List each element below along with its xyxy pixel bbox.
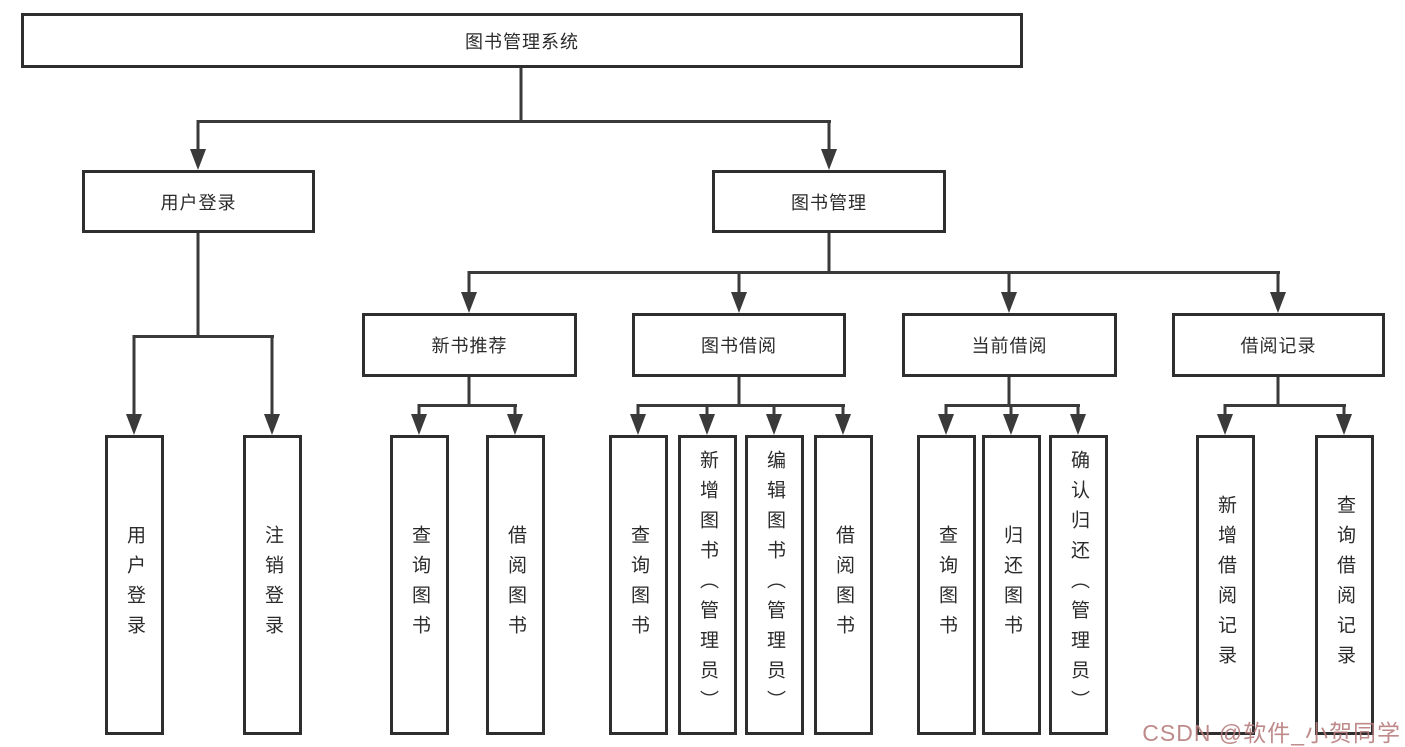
arrowhead-down <box>699 404 715 435</box>
node-label: 新书推荐 <box>431 336 508 356</box>
node-label: 图书管理系统 <box>465 31 579 52</box>
node-label: 借阅记录 <box>1240 336 1317 356</box>
node-label: 图书借阅 <box>701 336 777 356</box>
node-label: 图书管理 <box>791 192 867 213</box>
arrowhead-down <box>126 335 142 435</box>
connector-line <box>418 404 517 407</box>
arrowhead-down <box>264 335 280 435</box>
connector-line <box>196 233 200 338</box>
arrowhead-down <box>461 271 477 313</box>
leaf-logout: 注销登录 <box>243 435 302 735</box>
leaf-add-books-admin: 新增图书（管理员） <box>678 435 737 735</box>
connector-line <box>519 68 523 123</box>
leaf-label: 新增借阅记录 <box>1215 495 1236 675</box>
connector-line <box>1007 377 1011 407</box>
leaf-label: 借阅图书 <box>505 525 526 645</box>
arrowhead-down <box>190 120 206 170</box>
node-label: 当前借阅 <box>971 336 1048 356</box>
arrowhead-down <box>1070 404 1086 435</box>
leaf-label: 新增图书（管理员） <box>697 450 718 720</box>
leaf-query-borrow-record: 查询借阅记录 <box>1315 435 1374 735</box>
arrowhead-down <box>1003 404 1019 435</box>
leaf-borrow-books-newbook: 借阅图书 <box>486 435 545 735</box>
leaf-label: 编辑图书（管理员） <box>764 450 785 720</box>
leaf-label: 查询图书 <box>409 525 430 645</box>
csdn-watermark: CSDN @软件_小贺同学 <box>1142 720 1401 746</box>
arrowhead-down <box>766 404 782 435</box>
arrowhead-down <box>938 404 954 435</box>
connector-line <box>133 335 274 338</box>
leaf-user-login: 用户登录 <box>105 435 164 735</box>
leaf-label: 查询图书 <box>628 525 649 645</box>
arrowhead-down <box>1270 271 1286 313</box>
leaf-label: 查询图书 <box>936 525 957 645</box>
leaf-query-books-current: 查询图书 <box>917 435 976 735</box>
connector-line <box>1276 377 1280 407</box>
node-user-login: 用户登录 <box>82 170 315 233</box>
arrowhead-down <box>1217 404 1233 435</box>
leaf-label: 查询借阅记录 <box>1334 495 1355 675</box>
arrowhead-down <box>835 404 851 435</box>
leaf-return-books: 归还图书 <box>982 435 1041 735</box>
arrowhead-down <box>411 404 427 435</box>
arrowhead-down <box>630 404 646 435</box>
leaf-query-books-newbook: 查询图书 <box>390 435 449 735</box>
leaf-edit-books-admin: 编辑图书（管理员） <box>745 435 804 735</box>
node-current-borrowing: 当前借阅 <box>902 313 1117 377</box>
node-borrowing-records: 借阅记录 <box>1172 313 1385 377</box>
connector-line <box>637 404 845 407</box>
node-library-management-system: 图书管理系统 <box>21 13 1023 68</box>
connector-line <box>467 377 471 407</box>
arrowhead-down <box>821 120 837 170</box>
node-label: 用户登录 <box>160 192 237 213</box>
connector-line <box>737 377 741 407</box>
connector-line <box>197 120 831 123</box>
connector-line <box>468 271 1280 274</box>
node-new-book-recommendation: 新书推荐 <box>362 313 577 377</box>
leaf-label: 用户登录 <box>124 525 145 645</box>
leaf-label: 确认归还（管理员） <box>1068 450 1089 720</box>
arrowhead-down <box>1336 404 1352 435</box>
arrowhead-down <box>731 271 747 313</box>
connector-line <box>1224 404 1346 407</box>
leaf-label: 借阅图书 <box>833 525 854 645</box>
leaf-confirm-return-admin: 确认归还（管理员） <box>1049 435 1108 735</box>
arrowhead-down <box>1001 271 1017 313</box>
leaf-borrow-books-borrow: 借阅图书 <box>814 435 873 735</box>
node-book-management: 图书管理 <box>712 170 946 233</box>
arrowhead-down <box>507 404 523 435</box>
leaf-query-books-borrow: 查询图书 <box>609 435 668 735</box>
leaf-add-borrow-record: 新增借阅记录 <box>1196 435 1255 735</box>
connector-line <box>827 233 831 274</box>
leaf-label: 归还图书 <box>1001 525 1022 645</box>
node-book-borrowing: 图书借阅 <box>632 313 846 377</box>
leaf-label: 注销登录 <box>262 525 283 645</box>
